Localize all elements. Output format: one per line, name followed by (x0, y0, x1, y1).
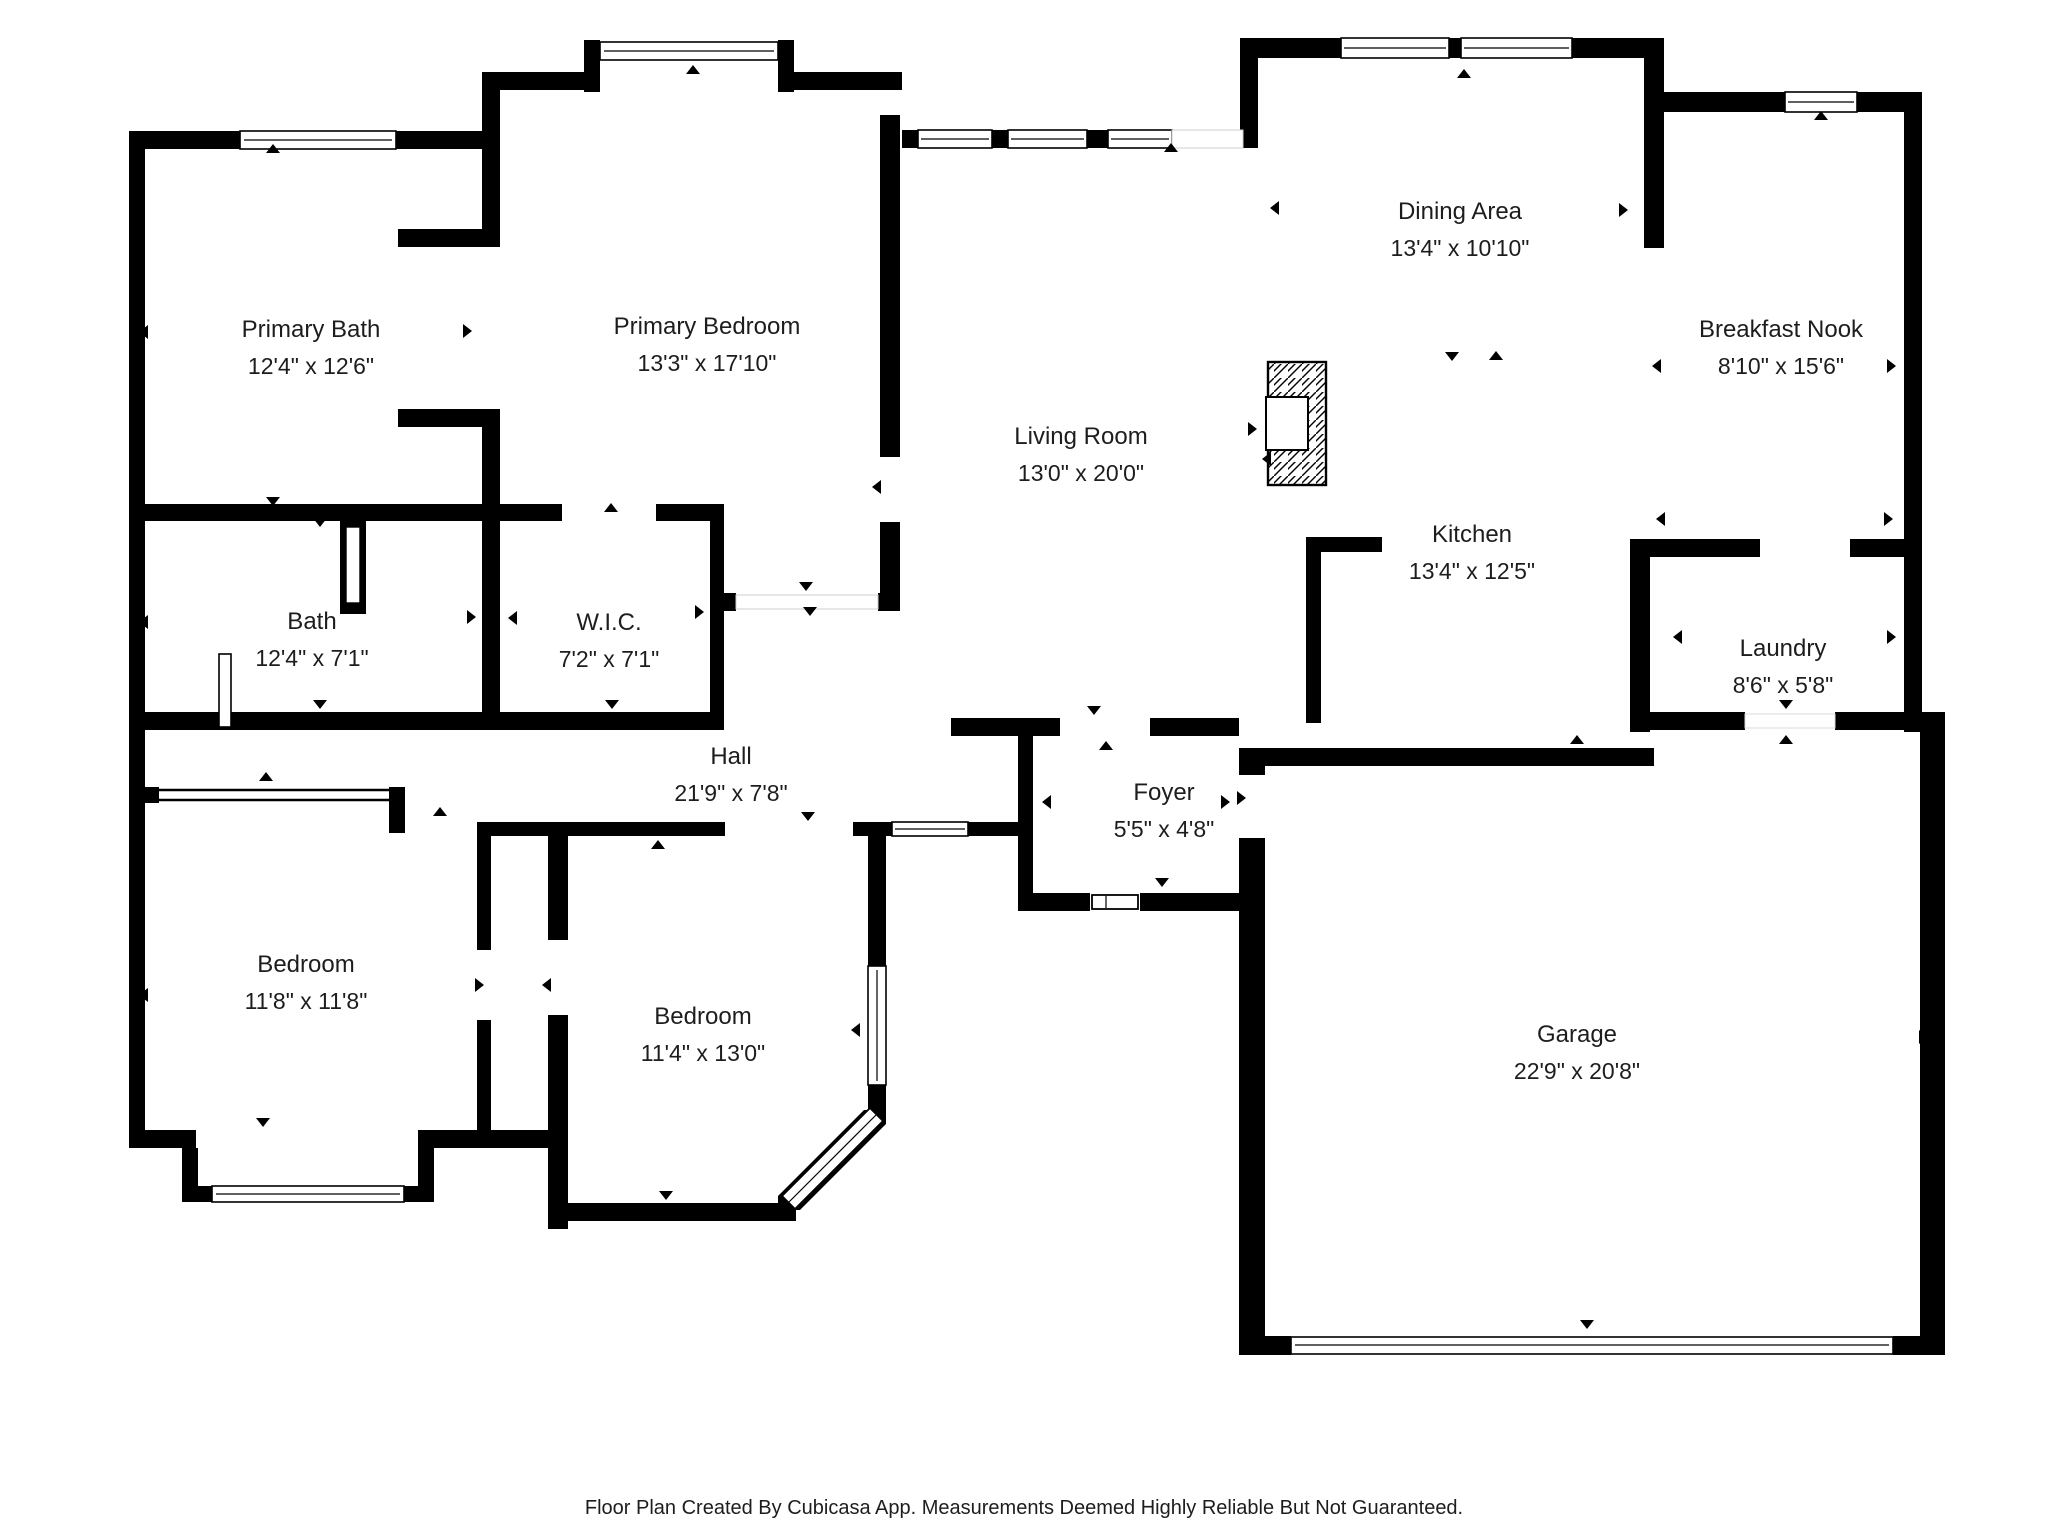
walls (129, 38, 1945, 1355)
room-dimensions: 11'8" x 11'8" (244, 988, 368, 1014)
room-dimensions: 22'9" x 20'8" (1513, 1058, 1641, 1084)
room-name: Bedroom (654, 1003, 752, 1030)
room-dimensions: 5'5" x 4'8" (1113, 816, 1215, 842)
closet-front-hall (159, 788, 389, 802)
front-door (1091, 894, 1139, 910)
room-label-bath: Bath 12'4" x 7'1" (255, 603, 368, 677)
room-label-laundry: Laundry 8'6" x 5'8" (1733, 630, 1834, 704)
room-name: Foyer (1133, 779, 1195, 806)
room-name: Dining Area (1397, 198, 1523, 225)
closet-front-bedroom2 (891, 821, 969, 837)
window-bedroom2-side (867, 965, 887, 1086)
room-dimensions: 13'0" x 20'0" (1017, 460, 1145, 486)
room-name: Bedroom (257, 951, 355, 978)
window-bedroom2-bay-diagonal (780, 1106, 885, 1211)
bath-fixture (218, 653, 232, 728)
window-primary-bedroom-bay (599, 41, 779, 61)
room-name: Garage (1536, 1021, 1618, 1048)
room-name: Bath (287, 608, 337, 635)
fireplace-icon (1265, 360, 1328, 487)
garage-door (1290, 1336, 1894, 1355)
room-label-wic: W.I.C. 7'2" x 7'1" (559, 604, 660, 678)
room-name: Kitchen (1431, 521, 1513, 548)
room-dimensions: 13'4" x 12'5" (1408, 558, 1536, 584)
room-name: Primary Bedroom (613, 313, 801, 340)
room-label-bedroom-middle: Bedroom 11'4" x 13'0" (641, 998, 765, 1072)
opening-laundry-door (1744, 713, 1836, 729)
window-living-room (917, 129, 1244, 149)
room-dimensions: 12'4" x 7'1" (255, 645, 369, 671)
room-dimensions: 8'10" x 15'6" (1717, 353, 1845, 379)
room-dimensions: 21'9" x 7'8" (674, 780, 788, 806)
room-name: Breakfast Nook (1698, 316, 1864, 343)
room-dimensions: 13'3" x 17'10" (637, 350, 777, 376)
room-label-foyer: Foyer 5'5" x 4'8" (1114, 774, 1215, 848)
room-label-primary-bedroom: Primary Bedroom 13'3" x 17'10" (614, 308, 801, 382)
room-label-hall: Hall 21'9" x 7'8" (674, 738, 787, 812)
door-arrows (139, 65, 1928, 1329)
bath-pocket-door (345, 526, 361, 604)
window-primary-bath (239, 130, 397, 150)
window-bedroom1-bump (211, 1185, 405, 1203)
window-dining (1340, 37, 1573, 59)
room-name: Living Room (1014, 423, 1148, 450)
room-label-garage: Garage 22'9" x 20'8" (1514, 1016, 1640, 1090)
room-name: W.I.C. (576, 609, 642, 636)
room-dimensions: 7'2" x 7'1" (558, 646, 660, 672)
room-dimensions: 13'4" x 10'10" (1390, 235, 1530, 261)
room-name: Hall (710, 743, 752, 770)
room-label-living-room: Living Room 13'0" x 20'0" (1014, 418, 1147, 492)
room-label-breakfast-nook: Breakfast Nook 8'10" x 15'6" (1699, 311, 1863, 385)
room-dimensions: 8'6" x 5'8" (1732, 672, 1834, 698)
room-dimensions: 12'4" x 12'6" (247, 353, 375, 379)
footer-disclaimer: Floor Plan Created By Cubicasa App. Meas… (584, 1497, 1464, 1519)
room-dimensions: 11'4" x 13'0" (640, 1040, 766, 1066)
room-label-dining-area: Dining Area 13'4" x 10'10" (1391, 193, 1530, 267)
room-label-kitchen: Kitchen 13'4" x 12'5" (1409, 516, 1535, 590)
room-name: Laundry (1739, 635, 1827, 662)
room-label-bedroom-left: Bedroom 11'8" x 11'8" (245, 946, 368, 1020)
opening-primary-bedroom (735, 594, 879, 610)
windows (159, 37, 1894, 1355)
room-label-primary-bath: Primary Bath 12'4" x 12'6" (242, 311, 381, 385)
room-name: Primary Bath (241, 316, 381, 343)
window-breakfast-nook (1784, 91, 1858, 113)
